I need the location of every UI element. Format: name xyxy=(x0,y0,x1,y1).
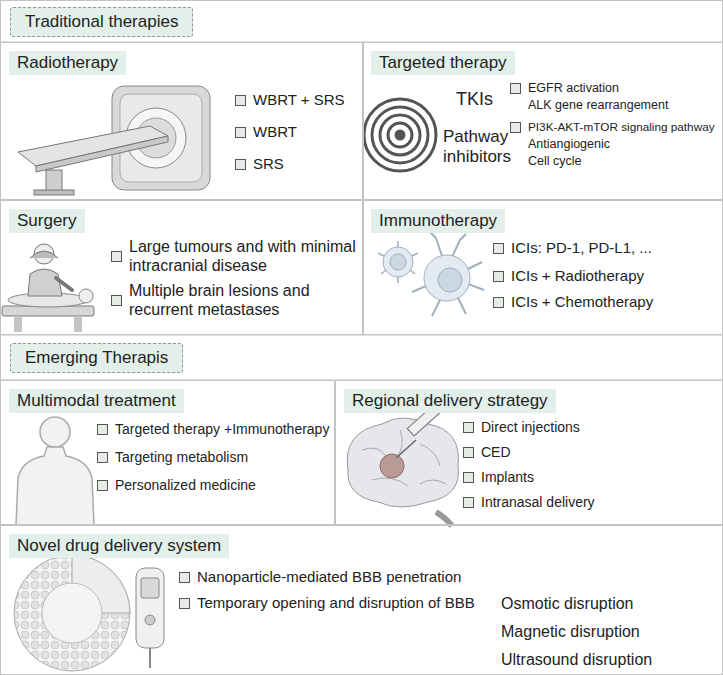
item-text: Osmotic disruption xyxy=(501,594,634,613)
checkbox-icon xyxy=(235,159,246,170)
checkbox-icon xyxy=(493,271,504,282)
section-title: Emerging Therapis xyxy=(25,348,168,368)
list-item: Personalized medicine xyxy=(115,477,256,494)
nanoparticle xyxy=(14,555,130,671)
checkbox-icon xyxy=(463,497,474,508)
panel-title: Targeted therapy xyxy=(371,51,515,75)
checkbox-icon xyxy=(235,95,246,106)
header-band xyxy=(1,1,723,43)
checkbox-icon xyxy=(179,598,190,609)
checkbox-icon xyxy=(510,83,521,94)
panel-title: Novel drug delivery system xyxy=(9,534,229,558)
therapy-panel: ImmunotherapyICIs: PD-1, PD-L1, ... ICIs … xyxy=(363,200,723,335)
checkbox-icon xyxy=(463,472,474,483)
list-item: WBRT xyxy=(253,123,297,141)
item-text: TKIs xyxy=(456,89,493,111)
item-text: Ultrasound disruption xyxy=(501,650,652,669)
list-item: CED xyxy=(481,444,511,461)
header-band xyxy=(1,335,723,380)
brain-illustration xyxy=(347,400,458,526)
panel-title: Surgery xyxy=(9,209,85,233)
checkbox-icon xyxy=(235,127,246,138)
list-item: EGFR activation xyxy=(528,81,619,96)
checkbox-icon xyxy=(179,572,190,583)
therapy-panel: Regional delivery strategyDirect injecti… xyxy=(335,380,723,525)
checkbox-icon xyxy=(97,452,108,463)
list-item: Multiple brain lesions and recurrent met… xyxy=(129,281,357,319)
list-item: Targeted therapy +Immunotherapy xyxy=(115,421,329,438)
checkbox-icon xyxy=(111,295,122,306)
checkbox-icon xyxy=(493,243,504,254)
radiotherapy-machine xyxy=(18,86,210,195)
therapy-panel: Novel drug delivery systemNanoparticle-m… xyxy=(0,525,723,675)
list-item: Large tumours and with minimal intracran… xyxy=(129,237,357,275)
checkbox-icon xyxy=(463,422,474,433)
section-title: Traditional therapies xyxy=(25,12,178,32)
surgeon-figure xyxy=(2,244,94,332)
section-header: Traditional therapies xyxy=(10,7,193,37)
list-item: Intranasal delivery xyxy=(481,494,595,511)
checkbox-icon xyxy=(493,297,504,308)
therapy-panel: RadiotherapyWBRT + SRS WBRT SRS xyxy=(0,42,363,200)
list-item: ICIs: PD-1, PD-L1, ... xyxy=(511,239,652,257)
list-item: Implants xyxy=(481,469,534,486)
therapy-panel: SurgeryLarge tumours and with minimal in… xyxy=(0,200,363,335)
immune-cells xyxy=(378,232,484,316)
panel-title: Immunotherapy xyxy=(371,209,505,233)
list-item: ICIs + Radiotherapy xyxy=(511,267,644,285)
list-item: Targeting metabolism xyxy=(115,449,248,466)
list-item: PI3K-AKT-mTOR signaling pathway xyxy=(528,120,715,134)
ultrasound-device xyxy=(136,568,164,668)
target-icon xyxy=(364,99,436,171)
list-item: Direct injections xyxy=(481,419,580,436)
panel-title: Multimodal treatment xyxy=(9,389,184,413)
item-text: Cell cycle xyxy=(528,154,582,169)
section-header: Emerging Therapis xyxy=(10,343,183,373)
item-text: Magnetic disruption xyxy=(501,622,640,641)
checkbox-icon xyxy=(111,251,122,262)
list-item: Temporary opening and disruption of BBB xyxy=(197,594,475,612)
list-item: Nanoparticle-mediated BBB penetration xyxy=(197,568,461,586)
checkbox-icon xyxy=(463,447,474,458)
checkbox-icon xyxy=(97,424,108,435)
human-figure xyxy=(16,417,94,525)
list-item: WBRT + SRS xyxy=(253,91,345,109)
item-text: Antiangiogenic xyxy=(528,137,610,152)
checkbox-icon xyxy=(97,480,108,491)
panel-title: Radiotherapy xyxy=(9,51,126,75)
therapy-panel: Targeted therapyTKIs EGFR activationALK g… xyxy=(363,42,723,200)
list-item: SRS xyxy=(253,155,284,173)
panel-title: Regional delivery strategy xyxy=(344,389,556,413)
item-text: Pathway inhibitors xyxy=(443,127,519,168)
list-item: ICIs + Chemotherapy xyxy=(511,293,653,311)
checkbox-icon xyxy=(510,122,521,133)
item-text: ALK gene rearrangement xyxy=(528,98,668,113)
therapy-panel: Multimodal treatmentTargeted therapy +Im… xyxy=(0,380,335,525)
